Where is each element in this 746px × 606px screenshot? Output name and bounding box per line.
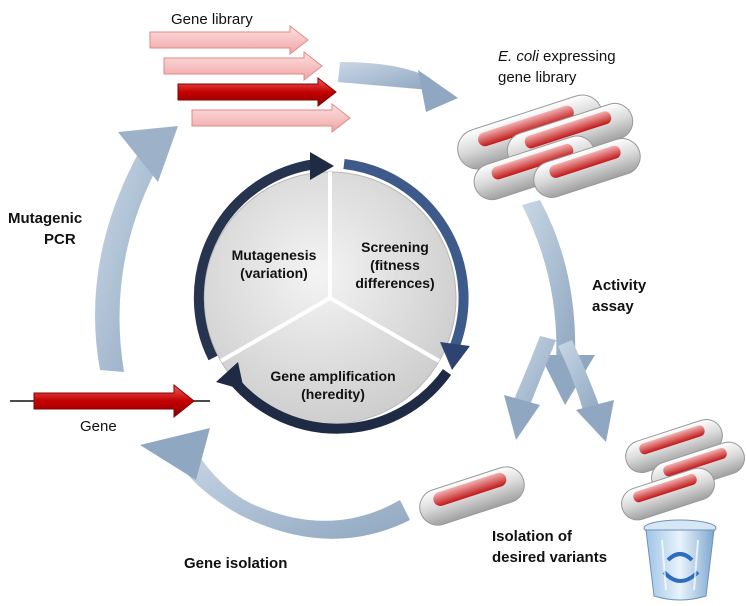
arrow-gene-to-library xyxy=(95,126,178,372)
inner-ring-arrows xyxy=(193,152,470,434)
activity-label-line1: Activity xyxy=(592,277,647,294)
gene-arrow-icon xyxy=(149,24,309,56)
ecoli-label-line1: E. coli expressing xyxy=(498,47,616,67)
gene-arrow-icon xyxy=(191,102,351,134)
gene-label: Gene xyxy=(80,418,117,435)
gene-library-label: Gene library xyxy=(171,11,253,28)
mutagenic-label-line2: PCR xyxy=(44,231,76,248)
bacterium-icon xyxy=(533,138,641,198)
inner-cycle-disc xyxy=(203,171,457,425)
gene-arrow-icon xyxy=(177,76,337,108)
screening-label-line3: differences) xyxy=(355,275,435,291)
recycle-bin-icon xyxy=(643,519,717,601)
mutagenesis-label-line2: (variation) xyxy=(240,265,308,281)
gene-arrow-icon xyxy=(163,50,323,82)
gene-isolation-label: Gene isolation xyxy=(184,555,288,572)
bacterium-icon xyxy=(621,467,715,521)
screening-label-line2: (fitness xyxy=(370,257,420,273)
arrow-isolation-to-gene xyxy=(140,428,410,539)
mutagenic-label-line1: Mutagenic xyxy=(8,210,83,227)
ecoli-expressing: expressing xyxy=(538,48,616,65)
ecoli-species-name: E. coli xyxy=(498,48,539,65)
screening-label-line1: Screening xyxy=(361,239,429,255)
arrow-split-right xyxy=(558,340,614,442)
mutagenesis-label-line1: Mutagenesis xyxy=(231,247,317,263)
discarded-variants xyxy=(621,418,745,521)
ecoli-label-line2: gene library xyxy=(498,69,577,86)
arrow-library-to-ecoli xyxy=(338,62,458,112)
isolation-label-line1: Isolation of xyxy=(492,528,572,545)
amplification-label-line2: (heredity) xyxy=(301,386,365,402)
activity-label-line2: assay xyxy=(592,298,634,315)
ecoli-cluster xyxy=(457,94,641,201)
amplification-label-line1: Gene amplification xyxy=(270,368,396,384)
bacterium-icon xyxy=(419,466,525,526)
gene-library-stack xyxy=(149,24,351,134)
arrow-split-left xyxy=(504,336,556,440)
isolation-label-line2: desired variants xyxy=(492,549,608,566)
gene-arrow-icon xyxy=(10,383,210,419)
